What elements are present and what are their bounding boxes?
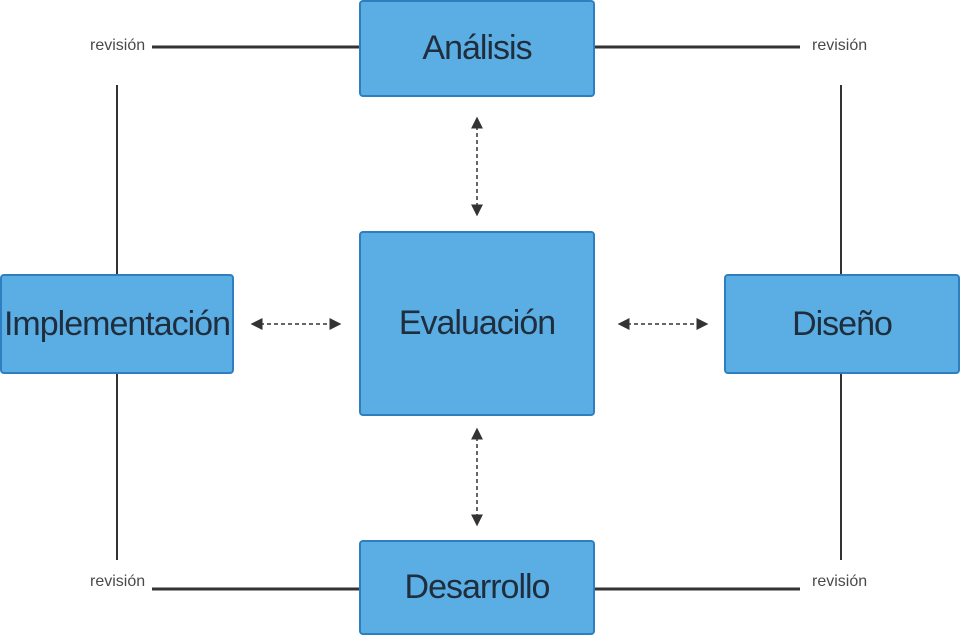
- node-analisis: Análisis: [359, 0, 595, 97]
- node-analisis-label: Análisis: [422, 29, 532, 67]
- revision-label-top-left: revisión: [90, 37, 146, 54]
- node-desarrollo: Desarrollo: [359, 540, 595, 635]
- node-implementacion-label: Implementación: [3, 304, 231, 343]
- node-desarrollo-label: Desarrollo: [404, 568, 551, 606]
- node-evaluacion: Evaluación: [359, 231, 595, 416]
- revision-label-bottom-left: revisión: [90, 573, 146, 590]
- node-evaluacion-label: Evaluación: [398, 304, 556, 342]
- revision-label-top-right: revisión: [812, 37, 868, 54]
- node-diseno-label: Diseño: [792, 304, 893, 343]
- node-diseno: Diseño: [724, 274, 960, 374]
- node-implementacion: Implementación: [0, 274, 234, 374]
- revision-label-bottom-right: revisión: [812, 573, 868, 590]
